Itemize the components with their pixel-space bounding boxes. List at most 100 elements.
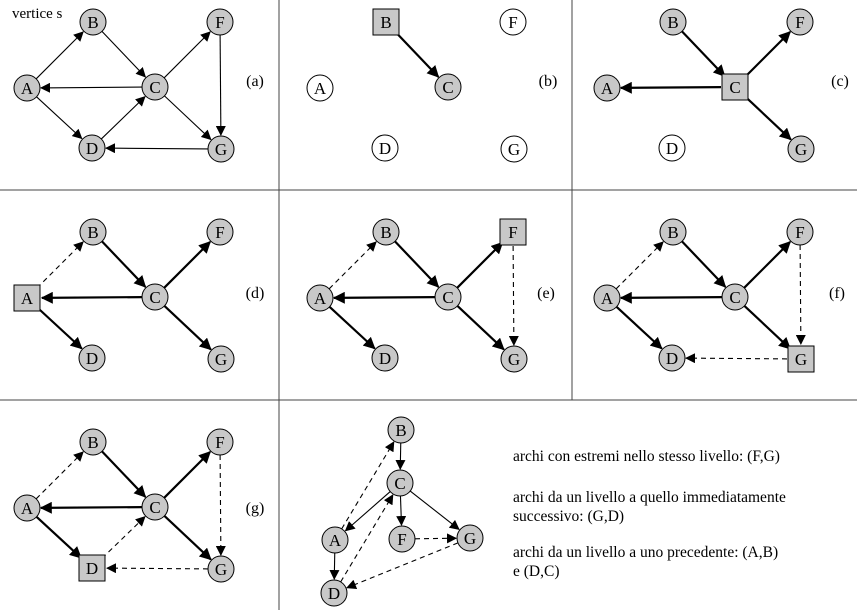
edge-a-d-arrow <box>36 96 83 140</box>
node-label: D <box>666 139 678 158</box>
node-label: F <box>508 13 517 32</box>
node-label: G <box>464 529 476 548</box>
node-square <box>721 73 749 101</box>
edge-d-c-arrow <box>340 494 394 583</box>
node-label: B <box>395 421 406 440</box>
node-g: G <box>500 135 528 163</box>
graph-panels: ABCDFG(a)ABCDFG(b)ABCDFG(c)ABCDFG(d)ABCD… <box>13 8 849 583</box>
edge-c-f-arrow <box>744 31 791 78</box>
node-circle <box>207 135 235 163</box>
node-b: B <box>659 218 687 246</box>
node-c: C <box>141 493 169 521</box>
edge-f-g-arrow <box>508 245 519 347</box>
node-g: G <box>207 345 235 373</box>
node-circle <box>206 218 234 246</box>
edge-a-b-arrow <box>35 31 84 80</box>
node-label: B <box>667 223 678 242</box>
node-a: A <box>593 74 621 102</box>
legend-line: archi da un livello a uno precedente: (A… <box>513 544 778 561</box>
node-label: C <box>149 288 160 307</box>
edge-d-c-arrow <box>100 96 146 140</box>
node-b: B <box>387 416 415 444</box>
panel-label: (g) <box>246 500 265 517</box>
edge-b-c-arrow <box>681 240 727 288</box>
edge-a-b-arrow <box>35 451 84 500</box>
edge-f-g-arrow <box>215 34 226 137</box>
edge-a-b-arrow <box>36 241 84 289</box>
edge-b-c-arrow <box>101 240 147 288</box>
edge-b-c-arrow <box>101 450 147 498</box>
node-a: A <box>13 74 41 102</box>
node-label: D <box>666 349 678 368</box>
node-label: C <box>442 78 453 97</box>
node-circle <box>499 8 527 36</box>
node-circle <box>786 218 814 246</box>
node-f: F <box>206 218 234 246</box>
node-g: G <box>500 345 528 373</box>
node-circle <box>207 345 235 373</box>
node-d: D <box>78 554 106 582</box>
node-circle <box>658 344 686 372</box>
node-label: C <box>149 498 160 517</box>
edge-c-g-arrow <box>163 305 212 351</box>
node-circle <box>434 73 462 101</box>
node-circle <box>13 494 41 522</box>
node-a: A <box>593 284 621 312</box>
edge-group <box>35 31 226 154</box>
edge-c-g-arrow <box>164 95 212 141</box>
node-f: F <box>499 218 527 246</box>
node-g: G <box>787 345 815 373</box>
node-circle <box>500 345 528 373</box>
edge-c-f-arrow <box>743 241 791 289</box>
edge-g-d-arrow <box>346 542 459 590</box>
edge-c-g-arrow <box>456 305 505 351</box>
edge-c-g-arrow <box>744 95 792 141</box>
node-label: G <box>215 140 227 159</box>
edge-c-f-arrow <box>163 241 211 289</box>
edge-c-g-arrow <box>743 305 791 350</box>
legend-line: archi con estremi nello stesso livello: … <box>513 448 780 465</box>
node-b: B <box>659 8 687 36</box>
edge-f-g-arrow <box>215 454 226 557</box>
node-label: C <box>394 474 405 493</box>
node-square <box>372 8 400 36</box>
edge-c-f-arrow <box>163 31 211 79</box>
node-a: A <box>13 284 41 312</box>
node-b: B <box>79 428 107 456</box>
node-circle <box>321 526 349 554</box>
edge-c-f-arrow <box>456 241 504 289</box>
node-label: F <box>215 433 224 452</box>
node-label: G <box>795 350 807 369</box>
node-label: G <box>795 140 807 159</box>
node-label: F <box>215 223 224 242</box>
node-d: D <box>78 344 106 372</box>
node-label: A <box>601 289 614 308</box>
legend-entry: archi da un livello a uno precedente: (A… <box>513 544 782 580</box>
node-d: D <box>320 579 348 607</box>
node-circle <box>371 344 399 372</box>
edge-c-a-arrow <box>619 81 722 94</box>
edge-c-a-arrow <box>619 291 723 304</box>
node-label: B <box>380 13 391 32</box>
node-label: B <box>87 223 98 242</box>
node-d: D <box>371 344 399 372</box>
edge-group <box>394 31 440 78</box>
edge-a-d-arrow <box>615 306 663 350</box>
edge-a-b-arrow <box>341 441 395 530</box>
node-b: B <box>79 8 107 36</box>
node-label: C <box>729 78 740 97</box>
node-circle <box>658 134 686 162</box>
node-label: A <box>329 531 342 550</box>
node-label: A <box>314 289 327 308</box>
node-label: C <box>442 288 453 307</box>
node-circle <box>387 416 415 444</box>
node-a: A <box>306 284 334 312</box>
